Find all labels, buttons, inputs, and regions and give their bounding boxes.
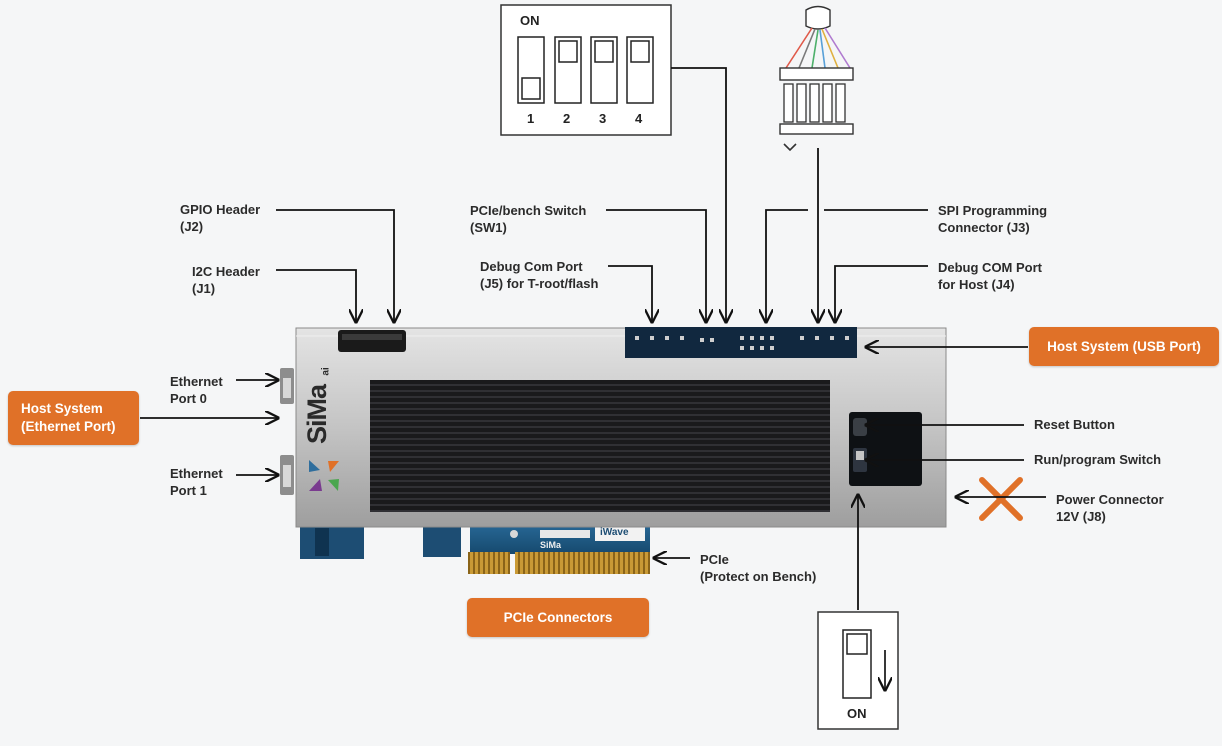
pcb-vendor-text: iWave — [600, 527, 629, 538]
label-debug-com-troot: Debug Com Port (J5) for T-root/flash — [480, 259, 599, 291]
pcie-board — [300, 520, 650, 574]
label-ethernet-port-0: Ethernet Port 0 — [170, 374, 223, 406]
i2c-gpio-header — [338, 330, 406, 352]
dip-number-2: 2 — [563, 111, 571, 126]
label-reset-button: Reset Button — [1034, 417, 1115, 432]
dip-switch-illustration — [500, 4, 672, 136]
sima-logo-text: SiMa ai — [292, 367, 352, 452]
callout-host-usb: Host System (USB Port) — [1029, 327, 1219, 366]
leader-debug-troot — [608, 265, 652, 322]
leader-spi-left — [766, 209, 808, 322]
leader-debug-host — [835, 265, 928, 322]
sima-card-enclosure — [280, 327, 947, 528]
callout-host-ethernet: Host System (Ethernet Port) — [8, 391, 139, 445]
label-run-program-switch: Run/program Switch — [1034, 452, 1162, 467]
dip-on-label: ON — [520, 13, 540, 28]
label-debug-com-host: Debug COM Port for Host (J4) — [938, 260, 1042, 292]
dip-number-1: 1 — [527, 111, 535, 126]
heatsink — [370, 380, 830, 512]
leader-pcie-switch — [606, 209, 706, 322]
power-connector-x-icon — [979, 477, 1023, 521]
top-header-strip — [625, 327, 857, 358]
leader-i2c — [276, 269, 356, 322]
label-ethernet-port-1: Ethernet Port 1 — [170, 466, 223, 498]
run-switch-on-label: ON — [847, 706, 867, 721]
label-pcie-bench-switch: PCIe/bench Switch (SW1) — [470, 203, 587, 235]
label-gpio-header: GPIO Header (J2) — [180, 202, 261, 234]
leader-gpio — [276, 209, 394, 322]
spi-connector-illustration — [779, 5, 854, 152]
sima-logo-super: ai — [320, 367, 332, 376]
label-power-connector: Power Connector 12V (J8) — [1056, 492, 1164, 524]
sima-logo-mark — [309, 460, 339, 491]
label-pcie-protect: PCIe (Protect on Bench) — [700, 552, 817, 584]
sima-logo-word: SiMa — [302, 384, 332, 444]
run-switch-illustration — [817, 611, 899, 730]
dip-number-4: 4 — [635, 111, 643, 126]
leader-dip — [671, 67, 726, 322]
callout-pcie-connectors: PCIe Connectors — [467, 598, 649, 637]
label-spi-programming: SPI Programming Connector (J3) — [938, 203, 1048, 235]
dip-number-3: 3 — [599, 111, 607, 126]
pcb-brand-text: SiMa — [540, 540, 562, 550]
leader-lines — [140, 67, 1046, 610]
label-i2c-header: I2C Header (J1) — [192, 264, 260, 296]
